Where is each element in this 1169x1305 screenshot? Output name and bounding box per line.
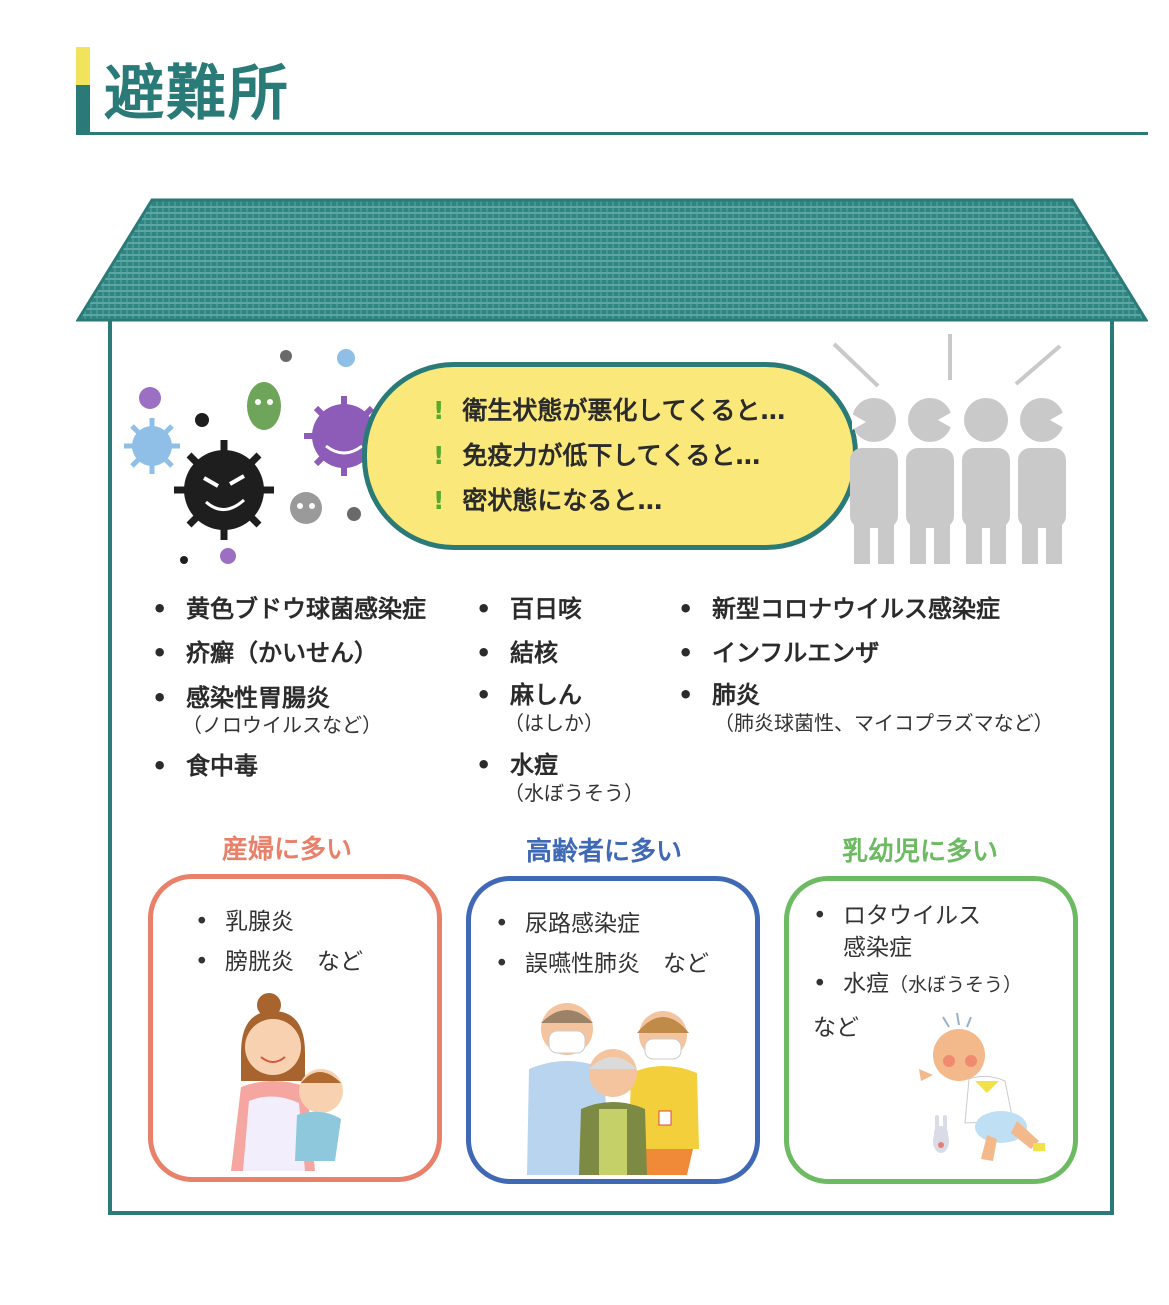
- disease-item: •新型コロナウイルス感染症: [678, 595, 1000, 623]
- disease-note: （ノロウイルスなど）: [182, 713, 382, 737]
- group-box-infant: •ロタウイルス 感染症 •水痘（水ぼうそう） など: [784, 876, 1078, 1184]
- group-box-pregnant: •乳腺炎 •膀胱炎 など: [148, 874, 442, 1182]
- germ-dot-icon: [347, 507, 361, 521]
- germ-dot-icon: [280, 350, 292, 362]
- germ-gray-icon: [290, 492, 322, 524]
- house-roof: [76, 198, 1148, 322]
- exclamation-icon: !: [433, 441, 445, 470]
- group-item: •乳腺炎: [195, 909, 294, 935]
- disease-note: （水ぼうそう）: [504, 781, 644, 805]
- germ-blue-icon: [124, 418, 180, 474]
- sick-baby-illustration: [919, 1012, 1045, 1161]
- title-accent-teal: [76, 85, 90, 133]
- disease-item: •疥癬（かいせん）: [152, 639, 378, 667]
- disease-item: •水痘: [476, 751, 558, 779]
- group-label-elderly: 高齢者に多い: [526, 837, 683, 867]
- person-silhouette-icon: [962, 398, 1010, 564]
- elderly-family-illustration: [527, 1003, 699, 1175]
- germs-illustration: [124, 349, 376, 564]
- group-label-pregnant: 産婦に多い: [222, 835, 353, 865]
- person-silhouette-icon: [906, 398, 954, 564]
- germ-purple-small-icon: [139, 387, 161, 409]
- group-item: •膀胱炎 など: [195, 949, 363, 975]
- group-label-infant: 乳幼児に多い: [842, 837, 999, 867]
- disease-note: （はしか）: [504, 711, 604, 735]
- germ-black-big-icon: [174, 440, 274, 540]
- title-underline: [76, 132, 1148, 135]
- group-item: •水痘（水ぼうそう）: [813, 971, 1023, 997]
- bunny-toy-icon: [933, 1115, 949, 1153]
- germ-dot-icon: [195, 413, 209, 427]
- crowd-illustration: [832, 334, 1066, 564]
- person-silhouette-icon: [1018, 398, 1066, 564]
- disease-item: •結核: [476, 639, 558, 667]
- group-item-etc: など: [813, 1015, 859, 1041]
- exclamation-icon: !: [433, 396, 445, 425]
- group-item: •尿路感染症: [495, 911, 640, 937]
- disease-item: •インフルエンザ: [678, 639, 880, 667]
- group-item: •誤嚥性肺炎 など: [495, 951, 709, 977]
- disease-note: （肺炎球菌性、マイコプラズマなど）: [714, 711, 1054, 735]
- germ-dot-icon: [337, 349, 355, 367]
- situation-line-hygiene: !衛生状態が悪化してくると…: [433, 396, 786, 425]
- person-silhouette-icon: [850, 398, 898, 564]
- group-item: •ロタウイルス: [813, 903, 981, 929]
- germ-dot-icon: [220, 548, 236, 564]
- disease-item: •麻しん: [476, 681, 582, 709]
- group-box-elderly: •尿路感染症 •誤嚥性肺炎 など: [466, 876, 760, 1184]
- disease-item: •感染性胃腸炎: [152, 684, 330, 712]
- situation-line-immunity: !免疫力が低下してくると…: [433, 441, 761, 470]
- mother-baby-illustration: [231, 993, 343, 1171]
- group-item-continued: 感染症: [843, 935, 912, 961]
- disease-item: •百日咳: [476, 595, 582, 623]
- title-accent-yellow: [76, 47, 90, 85]
- germ-dot-icon: [180, 556, 188, 564]
- situation-bubble: !衛生状態が悪化してくると… !免疫力が低下してくると… !密状態になると…: [362, 362, 858, 550]
- germ-green-icon: [247, 382, 281, 430]
- situation-line-crowding: !密状態になると…: [433, 486, 663, 515]
- disease-item: •黄色ブドウ球菌感染症: [152, 595, 426, 623]
- disease-item: •食中毒: [152, 752, 258, 780]
- page-title: 避難所: [104, 59, 290, 129]
- exclamation-icon: !: [433, 486, 445, 515]
- disease-item: •肺炎: [678, 681, 760, 709]
